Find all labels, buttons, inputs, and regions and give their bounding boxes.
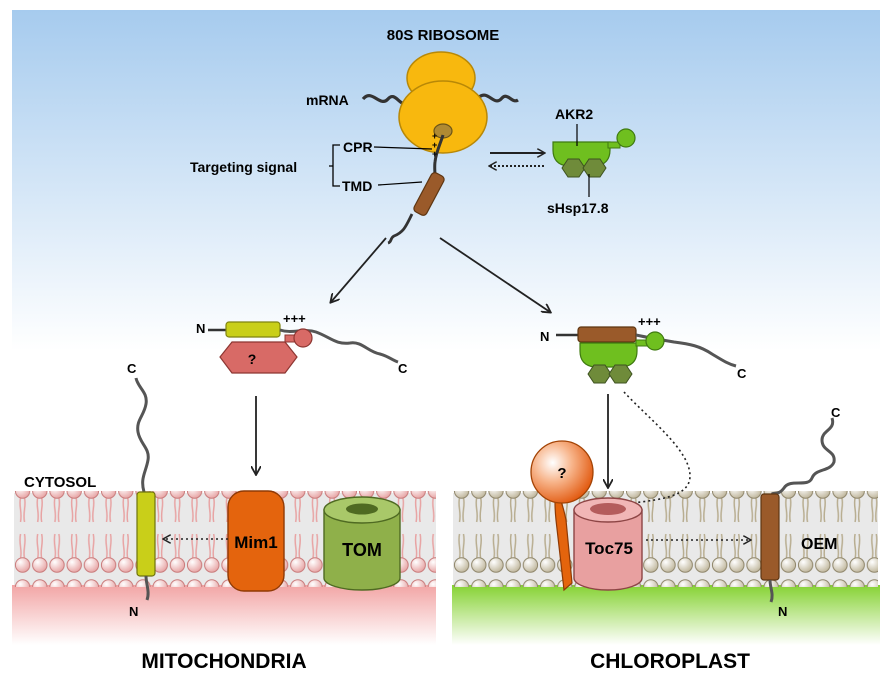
arrow-to-mitochondria bbox=[331, 237, 387, 302]
mito-n-label: N bbox=[196, 321, 205, 336]
toc75-channel bbox=[573, 497, 643, 591]
chloroplast-membrane bbox=[453, 491, 878, 587]
chloro-ta-c-label: C bbox=[831, 405, 841, 420]
shsp-label: sHsp17.8 bbox=[547, 200, 609, 216]
svg-text:+: + bbox=[432, 149, 437, 159]
chloro-n-label: N bbox=[540, 329, 549, 344]
chloro-c-label: C bbox=[737, 366, 747, 381]
mito-unknown-label: ? bbox=[248, 351, 257, 367]
direct-insertion-arrow bbox=[618, 391, 691, 505]
targeting-bracket bbox=[329, 144, 340, 187]
akr2-label: AKR2 bbox=[555, 106, 593, 122]
mito-c-label: C bbox=[398, 361, 408, 376]
mrna-left-strand bbox=[361, 94, 405, 106]
mrna-label: mRNA bbox=[306, 92, 349, 108]
mim1-protein bbox=[227, 490, 285, 592]
tmd-pointer bbox=[377, 181, 423, 186]
chloroplast-label: CHLOROPLAST bbox=[590, 650, 750, 673]
mitochondria-label: MITOCHONDRIA bbox=[141, 650, 306, 673]
mito-ta-n-label: N bbox=[129, 604, 138, 619]
tom-complex bbox=[323, 496, 401, 591]
mitochondria-interior bbox=[12, 585, 436, 645]
ribosome: + + + bbox=[361, 51, 519, 245]
tmd-segment bbox=[413, 172, 445, 216]
chloro-ta-protein bbox=[760, 417, 836, 603]
chloro-intermediate-complex bbox=[556, 326, 737, 384]
ribosome-large-subunit bbox=[398, 80, 488, 154]
svg-text:+: + bbox=[432, 140, 437, 150]
receptor-unknown-label: ? bbox=[557, 465, 566, 482]
mito-charges-label: +++ bbox=[283, 311, 306, 326]
mrna-right-strand bbox=[476, 93, 519, 103]
mito-ta-protein bbox=[134, 377, 156, 601]
mito-ta-c-label: C bbox=[127, 361, 137, 376]
cpr-pointer bbox=[373, 146, 433, 150]
mim1-label: Mim1 bbox=[234, 533, 277, 552]
mito-intermediate-complex bbox=[208, 321, 399, 374]
chloro-ta-n-label: N bbox=[778, 604, 787, 619]
tmd-label: TMD bbox=[342, 178, 372, 194]
chloro-charges-label: +++ bbox=[638, 314, 661, 329]
cytosol-label: CYTOSOL bbox=[24, 474, 96, 491]
unknown-receptor bbox=[530, 440, 594, 592]
toc75-label: Toc75 bbox=[585, 539, 633, 558]
chloroplast-interior bbox=[452, 585, 880, 645]
cpr-label: CPR bbox=[343, 139, 373, 155]
tom-label: TOM bbox=[342, 540, 382, 560]
oem-label: OEM bbox=[801, 536, 837, 553]
cpr-charges: + bbox=[432, 131, 437, 141]
arrow-to-chloroplast bbox=[439, 237, 550, 312]
akr2-complex-top bbox=[552, 128, 636, 178]
ribosome-label: 80S RIBOSOME bbox=[387, 27, 500, 44]
targeting-signal-label: Targeting signal bbox=[190, 159, 297, 175]
